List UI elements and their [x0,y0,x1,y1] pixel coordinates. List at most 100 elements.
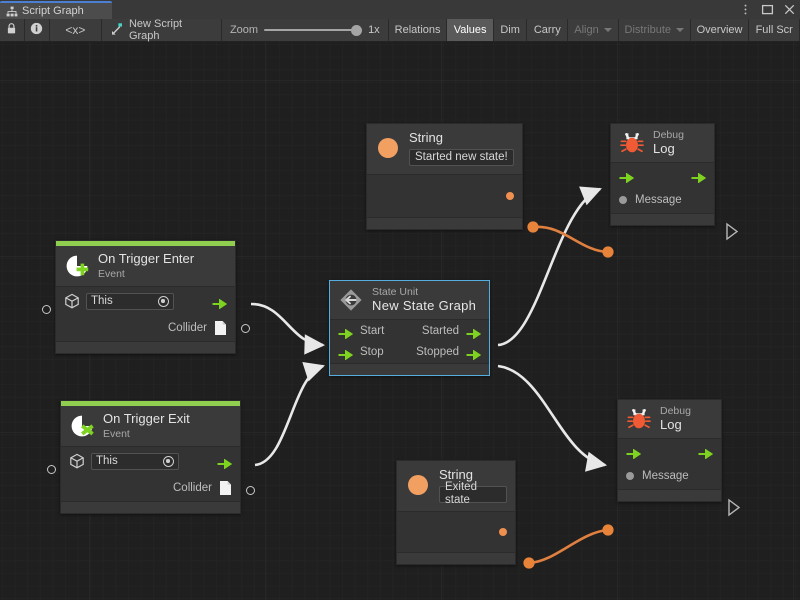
string-output-port[interactable] [506,191,514,200]
target-object-value: This [96,455,118,468]
trigger-flow-output-icon[interactable] [212,296,228,310]
object-picker-icon[interactable] [163,455,174,467]
toolbar-button-values[interactable]: Values [447,19,494,41]
toolbar-button-carry[interactable]: Carry [527,19,569,41]
event-plus-icon [64,253,90,279]
node-header: String Exited state [397,461,515,511]
edge-started-to-log-top [497,186,602,347]
lock-icon [5,22,18,38]
document-icon[interactable] [214,320,227,336]
string-value-icon [405,472,431,498]
target-object-field[interactable]: This [91,452,179,470]
message-label: Message [642,470,689,483]
string-value-input[interactable]: Exited state [439,481,507,506]
carry-label: Carry [533,24,561,36]
value-output-port-exit[interactable] [246,486,255,495]
value-output-port-enter[interactable] [241,324,250,333]
data-port-in-top [602,246,614,258]
node-debug-log-top[interactable]: Debug Log [610,123,715,227]
unconnected-flow-port-top[interactable] [726,222,739,241]
code-view-button[interactable]: <x> [50,19,102,41]
align-label: Align [574,24,599,36]
collider-label: Collider [168,322,207,335]
cube-icon [64,293,80,309]
chevron-down-icon [603,28,612,32]
target-object-field[interactable]: This [86,292,174,310]
message-input-port[interactable] [619,196,627,205]
node-on-trigger-exit[interactable]: On Trigger Exit Event This [60,400,241,515]
start-input-port-icon[interactable] [338,326,354,340]
node-footer [367,216,522,229]
window-titlebar: Script Graph [0,0,800,19]
enter-flow-port-icon[interactable] [619,170,635,184]
lock-button[interactable] [0,19,25,41]
node-title: Log [653,140,675,156]
exit-flow-port-icon[interactable] [698,446,714,460]
stop-stopped-port-row: Stop Stopped [330,341,489,363]
stop-input-port-icon[interactable] [338,347,354,361]
unconnected-flow-port-bottom[interactable] [728,498,741,517]
toolbar-button-align[interactable]: Align [568,19,619,41]
string-value-input[interactable]: Started new state! [409,148,514,166]
node-header: Debug Log [611,124,714,163]
started-output-port-icon[interactable] [466,326,482,340]
target-port-row: This [61,447,240,475]
more-options-icon[interactable] [739,3,752,16]
node-debug-log-bottom[interactable]: Debug Log [617,399,722,503]
edge-stopped-to-log-bottom [497,364,608,472]
data-port-out-bottom [523,557,535,569]
document-icon[interactable] [219,480,232,496]
zoom-control[interactable]: Zoom 1x [222,19,389,41]
node-body: This Collider [61,446,240,502]
graph-toolbar: <x> New Script Graph Zoom 1x Relations [0,18,800,42]
zoom-slider-knob[interactable] [351,25,363,36]
node-on-trigger-enter[interactable]: On Trigger Enter Event This [55,240,236,355]
tab-script-graph[interactable]: Script Graph [0,1,112,19]
toolbar-button-distribute[interactable]: Distribute [619,19,691,41]
event-accent-bar [61,401,240,406]
toolbar-button-overview[interactable]: Overview [691,19,750,41]
toolbar-button-relations[interactable]: Relations [389,19,448,41]
toolbar-button-fullscreen[interactable]: Full Scr [749,19,800,41]
toolbar-button-dim[interactable]: Dim [494,19,528,41]
node-state-unit[interactable]: State Unit New State Graph Start Started [329,280,490,377]
flow-port-row [618,439,721,463]
state-unit-icon [338,287,364,313]
graph-canvas[interactable]: String Started new state! [0,42,800,600]
window-controls [739,0,796,19]
string-value-text: Exited state [445,481,477,507]
trigger-flow-output-icon[interactable] [217,456,233,470]
enter-flow-port-icon[interactable] [626,446,642,460]
node-footer [618,489,721,502]
value-input-port-exit[interactable] [47,465,56,474]
node-title-block: Debug Log [653,129,684,156]
node-body: This Collider [56,286,235,342]
maximize-icon[interactable] [761,3,774,16]
stopped-output-port-icon[interactable] [466,347,482,361]
fullscreen-label: Full Scr [755,24,793,36]
node-title-block: On Trigger Exit Event [103,411,190,440]
node-title-block: String Exited state [439,467,507,506]
data-port-in-bottom [602,524,614,536]
info-button[interactable] [25,19,50,41]
exit-flow-port-icon[interactable] [691,170,707,184]
distribute-label: Distribute [624,24,672,36]
node-title: Log [660,416,682,432]
node-string-bottom[interactable]: String Exited state [396,460,516,565]
object-picker-icon[interactable] [158,295,169,307]
node-header: Debug Log [618,400,721,439]
string-output-port[interactable] [499,527,507,536]
node-title: On Trigger Exit [103,411,190,426]
graph-name-field[interactable]: New Script Graph [102,18,222,42]
close-icon[interactable] [783,3,796,16]
value-input-port-enter[interactable] [42,305,51,314]
message-input-port[interactable] [626,472,634,481]
node-title: On Trigger Enter [98,251,195,266]
zoom-slider[interactable] [264,23,363,37]
node-subtitle: Event [98,267,125,280]
zoom-slider-track [264,29,363,31]
node-string-top[interactable]: String Started new state! [366,123,523,230]
values-label: Values [453,24,487,36]
target-port-row: This [56,287,235,315]
message-port-row: Message [611,187,714,213]
